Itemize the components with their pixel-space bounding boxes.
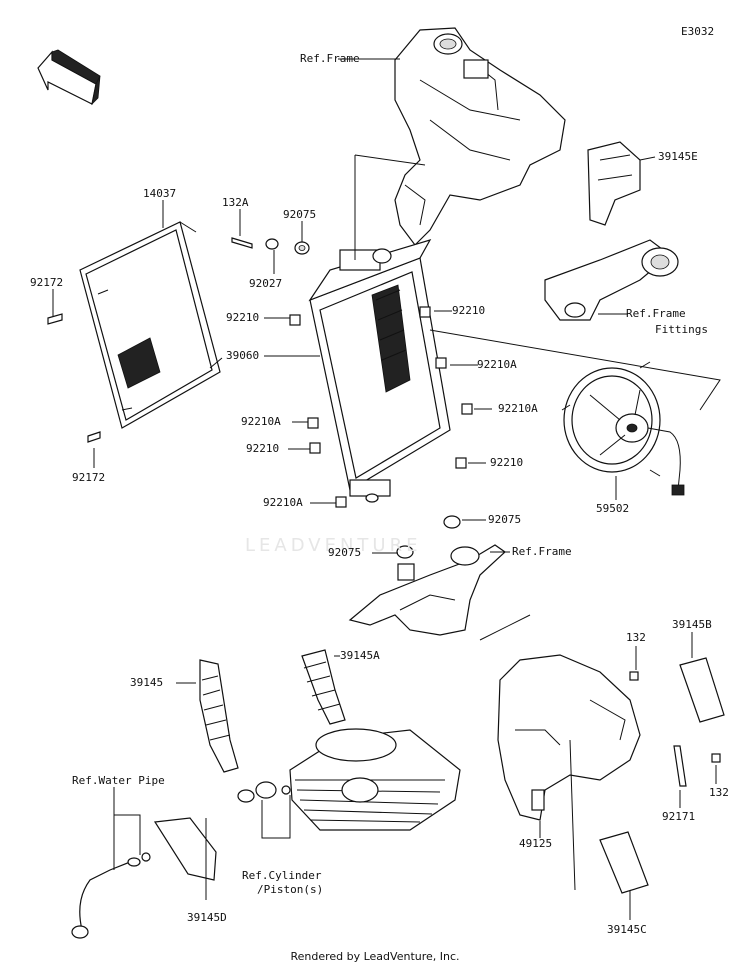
part-39145B-pad (679, 657, 725, 723)
clip-nut-icons (289, 306, 473, 508)
part-39145A-fin-cover (301, 649, 346, 725)
cylinder-illustration (289, 728, 461, 831)
label-ref-frame-top: Ref.Frame (300, 52, 360, 65)
part-39145C-pad (599, 831, 649, 894)
part-39060-radiator (308, 239, 451, 503)
label-92075-low: 92075 (328, 546, 362, 559)
label-92210-c: 92210 (246, 442, 280, 455)
label-ref-cylinder-2: /Piston(s) (257, 883, 324, 896)
label-ref-frame-fittings-2: Fittings (655, 323, 708, 336)
label-92210A-a: 92210A (477, 358, 517, 371)
label-92075-top: 92075 (283, 208, 317, 221)
label-39145B: 39145B (672, 618, 712, 631)
label-39060: 39060 (226, 349, 260, 362)
label-ref-frame-fittings-1: Ref.Frame (626, 307, 686, 320)
part-39145-fin-cover (199, 659, 239, 773)
label-132A: 132A (222, 196, 249, 209)
label-132-top: 132 (626, 631, 646, 644)
label-ref-cylinder-1: Ref.Cylinder (242, 869, 322, 882)
footer-credit: Rendered by LeadVenture, Inc. (290, 950, 460, 963)
label-92210-d: 92210 (490, 456, 524, 469)
label-39145C: 39145C (607, 923, 647, 936)
water-pipe-illustration (71, 781, 291, 939)
label-92210-b: 92210 (452, 304, 486, 317)
label-92210A-d: 92210A (263, 496, 303, 509)
watermark: LEADVENTURE (245, 535, 422, 556)
diagram-code: E3032 (681, 25, 715, 38)
label-92210-a: 92210 (226, 311, 260, 324)
grommet-icons (265, 238, 461, 581)
frame-fittings-illustration (544, 239, 679, 321)
part-49125-cover (497, 654, 641, 821)
label-39145D: 39145D (187, 911, 227, 924)
label-92210A-b: 92210A (498, 402, 538, 415)
label-92210A-c: 92210A (241, 415, 281, 428)
label-132-right: 132 (709, 786, 729, 799)
frame-top-illustration (394, 27, 566, 246)
part-14037-radiator-screen (79, 221, 223, 429)
leader-lines (52, 58, 721, 920)
label-92027: 92027 (249, 277, 283, 290)
label-ref-frame-mid: Ref.Frame (512, 545, 572, 558)
label-92172-top: 92172 (30, 276, 64, 289)
front-arrow-icon (37, 49, 101, 106)
label-49125: 49125 (519, 837, 553, 850)
label-39145: 39145 (130, 676, 164, 689)
label-59502: 59502 (596, 502, 630, 515)
part-92171-pin (673, 745, 687, 787)
label-ref-water-pipe: Ref.Water Pipe (72, 774, 165, 787)
label-92075-mid: 92075 (488, 513, 522, 526)
label-92172-bottom: 92172 (72, 471, 106, 484)
label-39145E: 39145E (658, 150, 698, 163)
label-92171: 92171 (662, 810, 696, 823)
bolt-icons (47, 237, 721, 763)
part-39145E-illustration (587, 141, 641, 226)
label-39145A: 39145A (340, 649, 380, 662)
label-14037: 14037 (143, 187, 177, 200)
part-59502-fan (561, 361, 685, 496)
frame-lower-illustration (348, 544, 506, 636)
